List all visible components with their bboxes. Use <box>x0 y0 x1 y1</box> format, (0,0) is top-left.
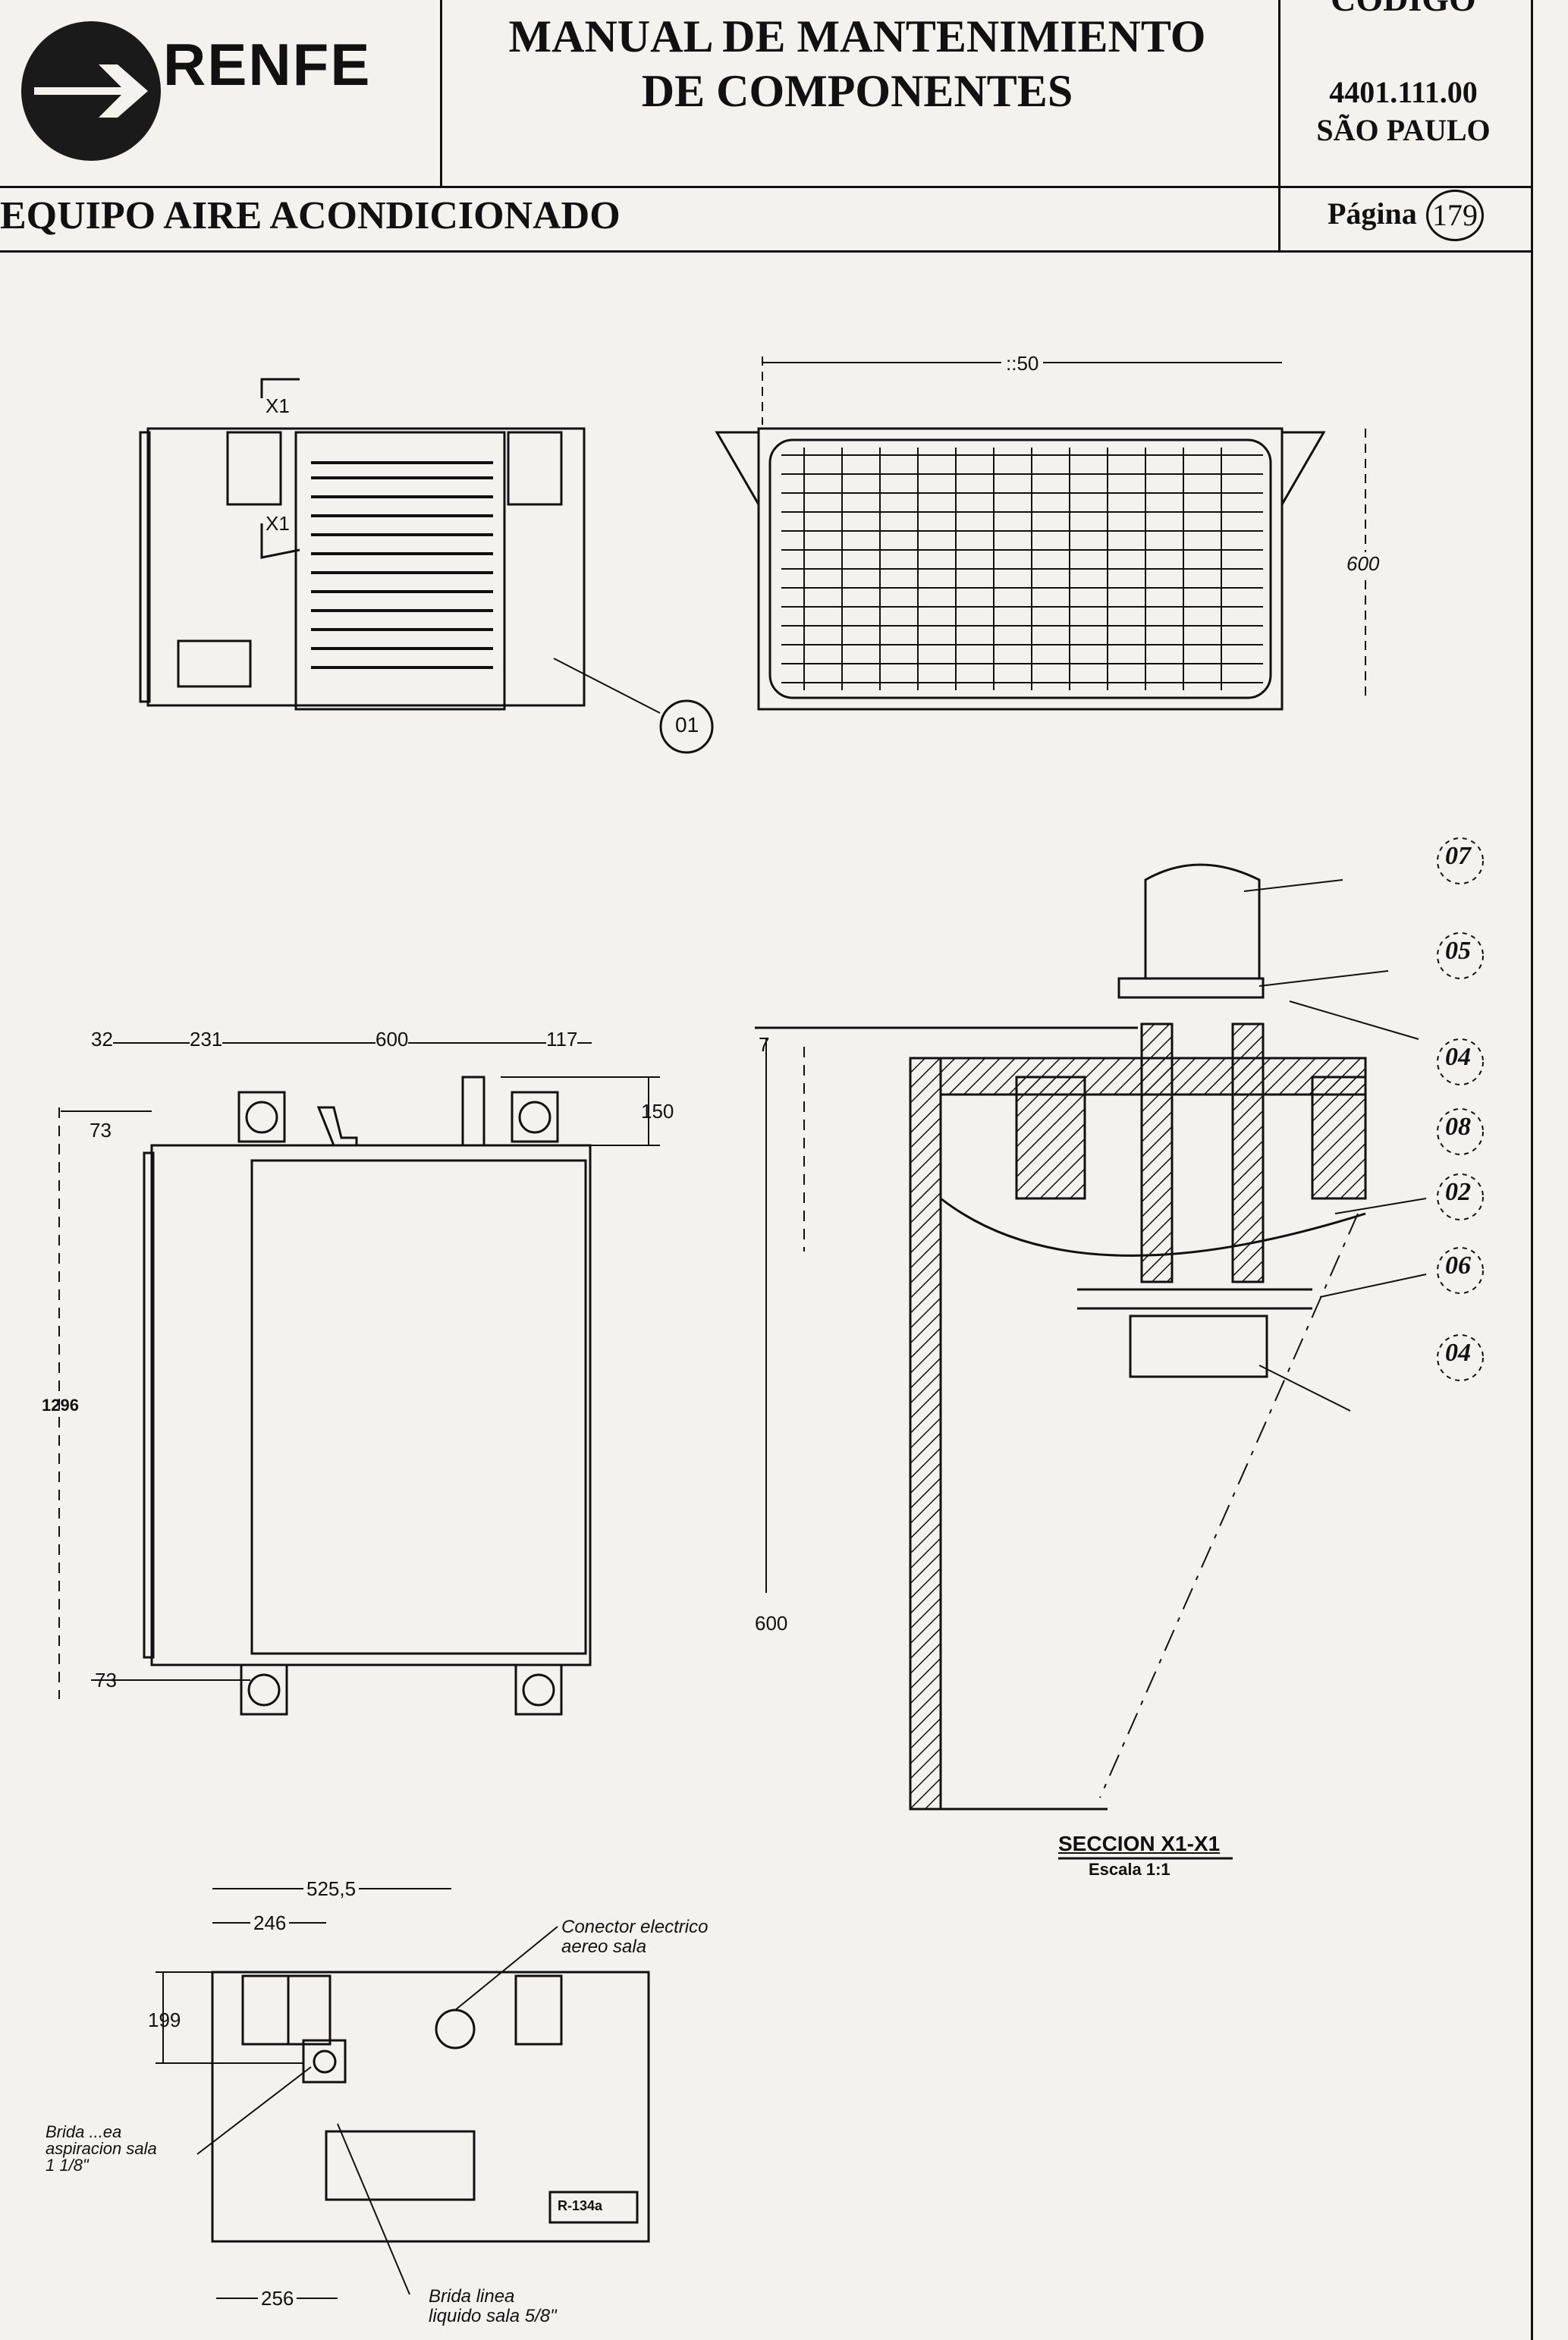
section-dim-7: 7 <box>759 1033 770 1056</box>
side-dim-1296: 1296 <box>42 1396 79 1415</box>
logo-text: RENFE <box>163 31 372 98</box>
side-view-drawing <box>58 1042 660 1716</box>
label-suction-flange: Brida ...ea aspiracion sala 1 1/8" <box>46 2122 157 2175</box>
page-right-border <box>1531 0 1533 2340</box>
header-divider <box>0 186 1532 188</box>
title-line-1: MANUAL DE MANTENIMIENTO <box>508 11 1206 61</box>
page-number: 179 <box>1426 190 1484 241</box>
front-view-drawing <box>715 356 1366 711</box>
side-dim-73-bottom: 73 <box>95 1669 117 1691</box>
front-view-height-dim: 600 <box>1346 552 1380 576</box>
callout-06: 06 <box>1445 1252 1471 1280</box>
refrigerant-nameplate: R-134a <box>558 2198 603 2213</box>
bottom-dim-525: 525,5 <box>303 1877 360 1901</box>
top-view-section-mark: X1 <box>266 394 290 417</box>
title-line-2: DE COMPONENTES <box>641 66 1073 116</box>
document-title: MANUAL DE MANTENIMIENTO DE COMPONENTES <box>448 9 1267 118</box>
renfe-logo-icon <box>21 21 161 161</box>
bottom-dim-199: 199 <box>148 2009 181 2031</box>
side-dim-32: 32 <box>91 1028 113 1051</box>
side-dim-231: 231 <box>190 1028 223 1051</box>
document-header: RENFE MANUAL DE MANTENIMIENTO DE COMPONE… <box>0 0 1533 2340</box>
section-title: SECCION X1-X1 <box>1058 1832 1221 1855</box>
section-dim-600: 600 <box>755 1612 788 1635</box>
top-view-callout: 01 <box>675 713 699 737</box>
callout-02: 02 <box>1445 1178 1471 1206</box>
section-title: EQUIPO AIRE ACONDICIONADO <box>0 194 621 237</box>
page-label: Página <box>1328 196 1417 231</box>
bottom-dim-246: 246 <box>250 1911 290 1935</box>
code-label: CODIGO <box>1282 0 1525 19</box>
top-view-drawing <box>139 378 714 754</box>
header-vline-2 <box>1278 0 1280 250</box>
callout-08: 08 <box>1445 1113 1471 1141</box>
side-dim-73-top: 73 <box>90 1119 112 1142</box>
side-dim-117: 117 <box>546 1028 578 1051</box>
callout-04: 04 <box>1445 1043 1471 1071</box>
header-vline-1 <box>440 0 442 186</box>
front-view-width-dim: ::50 <box>1001 352 1044 375</box>
section-divider <box>0 250 1532 253</box>
section-scale: Escala 1:1 <box>1089 1860 1171 1879</box>
callout-05: 05 <box>1445 937 1471 965</box>
label-connector: Conector electrico aereo sala <box>561 1917 709 1957</box>
side-dim-150: 150 <box>641 1100 674 1123</box>
label-liquid-flange: Brida linea liquido sala 5/8" <box>429 2286 557 2326</box>
side-dim-600: 600 <box>376 1028 409 1051</box>
code-city: SÃO PAULO <box>1316 113 1491 147</box>
callout-04b: 04 <box>1445 1339 1471 1367</box>
callout-07: 07 <box>1445 842 1471 870</box>
bottom-view-drawing <box>156 1888 650 2299</box>
section-view-drawing <box>755 837 1484 1860</box>
top-view-section-mark-2: X1 <box>266 512 290 535</box>
bottom-dim-256: 256 <box>258 2287 297 2310</box>
code-number: 4401.111.00 <box>1329 75 1478 109</box>
